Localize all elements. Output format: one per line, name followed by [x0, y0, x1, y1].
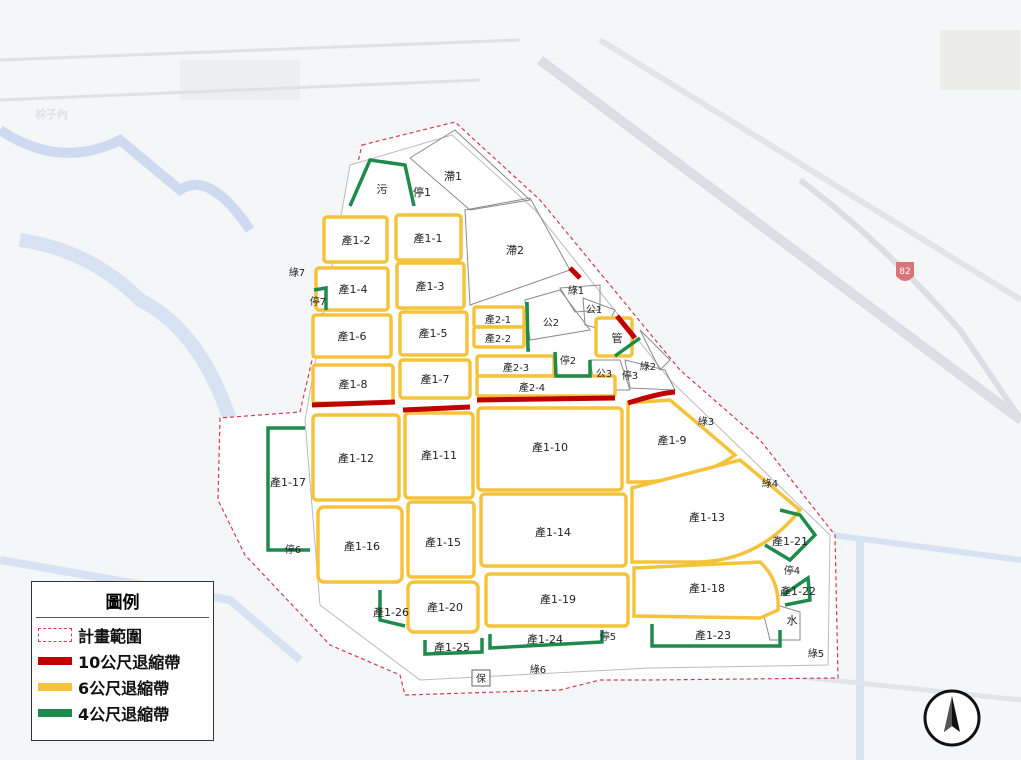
- label-1-25: 產1-25: [434, 640, 470, 654]
- label-1-12: 產1-12: [338, 451, 374, 465]
- parcel-1-12: [311, 413, 401, 502]
- parcel-1-18: [632, 560, 780, 620]
- label-ting1: 停1: [413, 185, 431, 199]
- legend-item-10m: 10公尺退縮帶: [38, 648, 213, 674]
- label-lu6: 綠6: [530, 664, 546, 676]
- dashed-boundary-symbol: [38, 628, 72, 642]
- label-ting6: 停6: [285, 543, 301, 556]
- parcel-1-16: [316, 505, 404, 584]
- highway-shield-number: 82: [899, 267, 910, 277]
- background-layer: [0, 30, 1021, 760]
- label-1-8: 產1-8: [339, 377, 368, 391]
- label-1-22: 產1-22: [780, 584, 816, 598]
- parcel-1-1: [394, 213, 463, 262]
- parcel-1-5: [398, 310, 469, 357]
- label-1-11: 產1-11: [421, 448, 457, 462]
- label-ting5: 停5: [600, 630, 616, 643]
- label-2-2: 產2-2: [485, 332, 511, 345]
- label-2-3: 產2-3: [503, 361, 529, 374]
- parcel-1-20: [406, 580, 480, 634]
- label-lu2: 綠2: [640, 361, 656, 373]
- label-1-17: 產1-17: [270, 475, 306, 489]
- label-ting4: 停4: [784, 564, 800, 577]
- parcel-1-2: [322, 215, 389, 264]
- highway-shield-icon: 82: [896, 262, 914, 281]
- legend-label: 計畫範圍: [78, 627, 143, 646]
- label-lu7: 綠7: [289, 267, 305, 279]
- legend-item-6m: 6公尺退縮帶: [38, 674, 213, 700]
- north-arrow-icon: [923, 689, 981, 747]
- label-1-19: 產1-19: [540, 592, 576, 606]
- label-1-20: 產1-20: [427, 600, 463, 614]
- label-1-10: 產1-10: [532, 440, 568, 454]
- label-zhi1: 滯1: [444, 169, 462, 183]
- red-line-symbol: [38, 657, 72, 665]
- label-gong1: 公1: [586, 305, 602, 316]
- legend-divider: [36, 617, 209, 618]
- label-1-9: 產1-9: [658, 433, 687, 447]
- setback-6m: [311, 213, 803, 634]
- parcel-1-11: [403, 411, 475, 500]
- label-1-18: 產1-18: [689, 581, 725, 595]
- label-shui: 水: [787, 614, 798, 627]
- label-1-4: 產1-4: [339, 282, 368, 296]
- parcel-labels: 污 停1 滯1 滯2 產1-1 產1-2 產1-3 產1-4 產1-5 產1-6…: [270, 169, 824, 687]
- label-ting7: 停7: [310, 295, 326, 308]
- label-1-5: 產1-5: [419, 326, 448, 340]
- label-1-7: 產1-7: [421, 372, 450, 386]
- yellow-line-symbol: [38, 683, 72, 691]
- legend-label: 10公尺退縮帶: [78, 653, 181, 672]
- label-2-4: 產2-4: [519, 381, 545, 394]
- setback-4m: [266, 158, 818, 656]
- label-zhi2: 滯2: [506, 243, 524, 257]
- label-1-16: 產1-16: [344, 539, 380, 553]
- parcel-1-15: [406, 500, 476, 579]
- label-gong3: 公3: [596, 369, 612, 380]
- label-1-14: 產1-14: [535, 525, 571, 539]
- parcel-1-10: [476, 406, 624, 492]
- parcel-1-6: [311, 313, 393, 359]
- label-1-24: 產1-24: [527, 632, 563, 646]
- label-1-26: 產1-26: [373, 605, 409, 619]
- label-lu5: 綠5: [808, 648, 824, 660]
- green-line-symbol: [38, 709, 72, 717]
- parcel-1-19: [484, 572, 630, 628]
- label-ting3: 停3: [622, 369, 638, 382]
- place-name-label: 林子內: [35, 107, 68, 121]
- label-1-21: 產1-21: [772, 534, 808, 548]
- label-1-2: 產1-2: [342, 233, 371, 247]
- parcel-2-2: [472, 325, 526, 349]
- legend-item-4m: 4公尺退縮帶: [38, 700, 213, 726]
- label-guan: 管: [612, 331, 623, 345]
- label-1-3: 產1-3: [416, 279, 445, 293]
- setback-10m: [311, 266, 676, 413]
- label-gong2: 公2: [543, 318, 559, 329]
- parcel-1-13: [630, 458, 803, 564]
- label-lu3: 綠3: [698, 416, 714, 428]
- legend-label: 4公尺退縮帶: [78, 705, 170, 724]
- label-1-6: 產1-6: [338, 329, 367, 343]
- legend-item-boundary: 計畫範圍: [38, 622, 213, 648]
- map-legend: 圖例 計畫範圍 10公尺退縮帶 6公尺退縮帶 4公尺退縮帶: [31, 581, 214, 741]
- label-ting2: 停2: [560, 354, 576, 367]
- legend-label: 6公尺退縮帶: [78, 679, 170, 698]
- label-lu1: 綠1: [568, 285, 584, 297]
- label-1-13: 產1-13: [689, 510, 725, 524]
- label-bao: 保: [476, 672, 486, 685]
- label-lu4: 綠4: [762, 478, 778, 490]
- legend-title: 圖例: [105, 593, 140, 613]
- parcel-1-3: [395, 261, 466, 310]
- parcel-2-4: [475, 374, 617, 398]
- parcel-1-14: [479, 492, 628, 568]
- label-wu: 污: [377, 183, 388, 196]
- label-1-1: 產1-1: [414, 231, 443, 245]
- label-2-1: 產2-1: [485, 313, 511, 326]
- parcel-1-7: [398, 358, 472, 400]
- label-1-15: 產1-15: [425, 535, 461, 549]
- label-1-23: 產1-23: [695, 628, 731, 642]
